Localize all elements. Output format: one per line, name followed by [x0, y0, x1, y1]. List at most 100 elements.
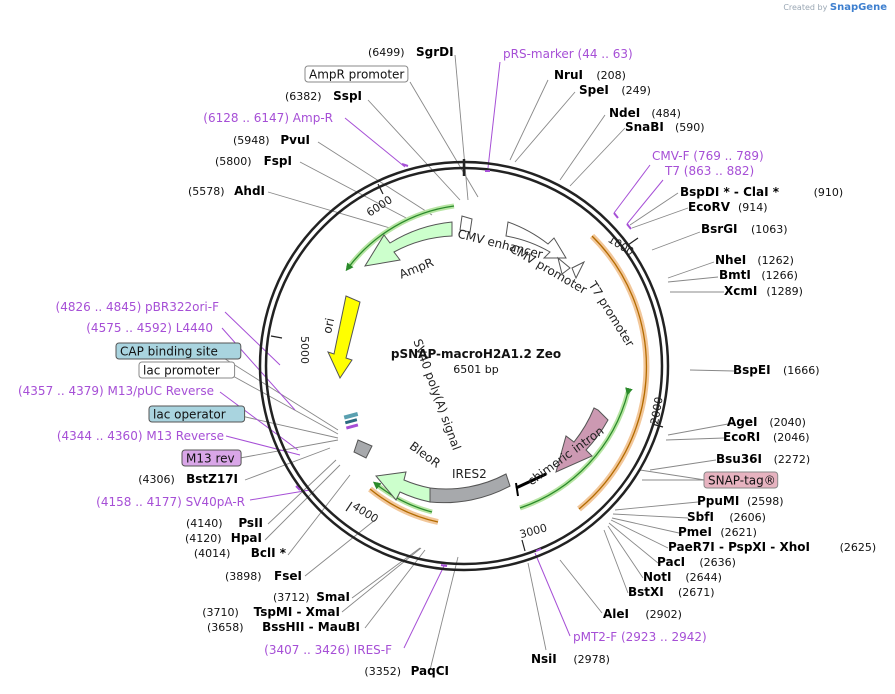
ampr-feature[interactable]	[363, 221, 453, 267]
feature-box-label[interactable]: AmpR promoter	[304, 65, 409, 83]
enzyme-site[interactable]: BstXI(2671)	[628, 585, 715, 599]
enzyme-name: Bsu36I	[716, 452, 762, 466]
enzyme-site[interactable]: EcoRI(2046)	[723, 430, 810, 444]
label-ires2: IRES2	[452, 467, 487, 481]
enzyme-position: (2978)	[573, 653, 610, 666]
primer-label[interactable]: pRS-marker (44 .. 63)	[503, 47, 633, 61]
feature-box-label[interactable]: lac promoter	[138, 361, 236, 379]
enzyme-site[interactable]: NruI(208)	[554, 68, 626, 82]
feature-box-text: CAP binding site	[120, 345, 218, 359]
primer-label[interactable]: T7 (863 .. 882)	[664, 164, 754, 178]
enzyme-site[interactable]: PpuMI(2598)	[697, 494, 784, 508]
enzyme-site[interactable]: BclI *(4014)	[194, 546, 287, 560]
plasmid-size: 6501 bp	[453, 363, 498, 376]
enzyme-position: (3898)	[225, 570, 262, 583]
primer-label[interactable]: pMT2-F (2923 .. 2942)	[573, 630, 707, 644]
feature-box-label[interactable]: CAP binding site	[115, 342, 242, 360]
primer-labels: pRS-marker (44 .. 63) (6128 .. 6147) Amp-…	[18, 47, 764, 657]
enzyme-name: XcmI	[724, 284, 757, 298]
enzyme-site[interactable]: FspI(5800)	[215, 154, 292, 168]
enzyme-site[interactable]: SspI(6382)	[285, 89, 362, 103]
primer-label[interactable]: (4344 .. 4360) M13 Reverse	[57, 429, 224, 443]
enzyme-position: (249)	[621, 84, 651, 97]
enzyme-position: (6382)	[285, 90, 322, 103]
feature-black-bar	[515, 472, 547, 490]
enzyme-position: (2902)	[645, 608, 682, 621]
feature-arrows	[327, 215, 609, 504]
enzyme-site[interactable]: Bsu36I(2272)	[716, 452, 810, 466]
top-enzyme[interactable]: (6499) SgrDI	[368, 45, 454, 59]
enzyme-site[interactable]: SmaI(3712)	[273, 590, 350, 604]
enzyme-site[interactable]: XcmI (1289)	[724, 284, 803, 298]
enzyme-site[interactable]: FseI(3898)	[225, 569, 302, 583]
enzyme-name: BsrGI	[701, 222, 738, 236]
enzyme-name: NruI	[554, 68, 583, 82]
enzyme-site[interactable]: PacI(2636)	[657, 555, 736, 569]
enzyme-site[interactable]: PaeR7I - PspXI - XhoI(2625)	[668, 540, 876, 554]
ruler-labels: 1000 2000 3000 4000 5000 6000	[298, 193, 666, 541]
primer-label[interactable]: CMV-F (769 .. 789)	[652, 149, 764, 163]
bleor-feature[interactable]	[375, 471, 431, 503]
ori-feature[interactable]	[327, 295, 361, 380]
enzyme-name: SnaBI	[625, 120, 664, 134]
enzyme-site[interactable]: BspDI * - ClaI *(910)	[680, 185, 843, 199]
enzyme-position: (2636)	[699, 556, 736, 569]
cmv-promoter-feature[interactable]	[557, 256, 571, 275]
primer-label[interactable]: (4826 .. 4845) pBR322ori-F	[56, 300, 220, 314]
enzyme-site[interactable]: NsiI(2978)	[531, 652, 610, 666]
enzyme-site[interactable]: SnaBI(590)	[625, 120, 705, 134]
sv40-polya-feature[interactable]	[353, 439, 373, 459]
ruler-label-2000: 2000	[648, 396, 666, 426]
feature-box-text: lac operator	[153, 408, 226, 422]
enzyme-site[interactable]: AhdI(5578)	[188, 184, 265, 198]
enzyme-site[interactable]: PsII(4140)	[186, 516, 263, 530]
feature-box	[138, 361, 236, 379]
cmv-enhancer-feature[interactable]	[505, 221, 567, 259]
enzyme-name: SbfI	[687, 510, 714, 524]
enzyme-site[interactable]: NotI(2644)	[643, 570, 722, 584]
feature-box-label[interactable]: lac operator	[148, 405, 246, 423]
enzyme-site[interactable]: AleI(2902)	[603, 607, 682, 621]
enzyme-name: PaeR7I - PspXI - XhoI	[668, 540, 810, 554]
enzyme-name: AhdI	[234, 184, 265, 198]
feature-box-label[interactable]: SNAP-tag®	[703, 471, 779, 489]
chimeric-intron-feature[interactable]	[555, 407, 609, 473]
enzyme-site[interactable]: HpaI(4120)	[185, 531, 262, 545]
enzyme-position: (1289)	[766, 285, 803, 298]
feature-box-text: SNAP-tag®	[708, 474, 776, 488]
primer-label[interactable]: (4575 .. 4592) L4440	[86, 321, 213, 335]
enzyme-site[interactable]: PaqCI(3352)	[364, 664, 449, 678]
enzyme-position: (3712)	[273, 591, 310, 604]
enzyme-site[interactable]: BstZ17I(4306)	[138, 472, 238, 486]
enzyme-position: (2046)	[773, 431, 810, 444]
enzyme-position: (910)	[814, 186, 844, 199]
ruler-label-3000: 3000	[518, 521, 548, 541]
enzyme-site[interactable]: BmtI(1266)	[719, 268, 798, 282]
enzyme-site[interactable]: BspEI(1666)	[733, 363, 820, 377]
enzyme-site[interactable]: TspMI - XmaI(3710)	[202, 605, 340, 619]
t7-promoter-feature[interactable]	[571, 260, 586, 280]
enzyme-site[interactable]: NheI(1262)	[715, 253, 794, 267]
enzyme-site[interactable]: PvuI(5948)	[233, 133, 310, 147]
enzyme-site[interactable]: NdeI(484)	[609, 106, 681, 120]
primer-label[interactable]: (4357 .. 4379) M13/pUC Reverse	[18, 384, 214, 398]
feature-box-text: lac promoter	[143, 364, 220, 378]
enzyme-site[interactable]: BssHII - MauBI(3658)	[207, 620, 360, 634]
enzyme-site[interactable]: EcoRV (914)	[688, 200, 768, 214]
right-enzymes: NruI(208)SpeI(249) NdeI(484)SnaBI(590) Bsp…	[531, 68, 876, 666]
enzyme-site[interactable]: SbfI(2606)	[687, 510, 766, 524]
enzyme-site[interactable]: AgeI(2040)	[727, 415, 806, 429]
enzyme-site[interactable]: SpeI(249)	[579, 83, 651, 97]
feature-box-label[interactable]: M13 rev	[181, 449, 242, 467]
primer-label[interactable]: (6128 .. 6147) Amp-R	[203, 111, 333, 125]
enzyme-site[interactable]: PmeI(2621)	[678, 525, 757, 539]
primer-label[interactable]: (4158 .. 4177) SV40pA-R	[96, 495, 245, 509]
leader-lines	[221, 54, 735, 671]
enzyme-name: EcoRV	[688, 200, 731, 214]
enzyme-name: PvuI	[280, 133, 310, 147]
enzyme-site[interactable]: BsrGI(1063)	[701, 222, 788, 236]
enzyme-position: (914)	[738, 201, 768, 214]
primer-label[interactable]: (3407 .. 3426) IRES-F	[264, 643, 392, 657]
ampr-promoter-feature[interactable]	[459, 215, 473, 233]
lac-region-markers	[343, 411, 359, 430]
